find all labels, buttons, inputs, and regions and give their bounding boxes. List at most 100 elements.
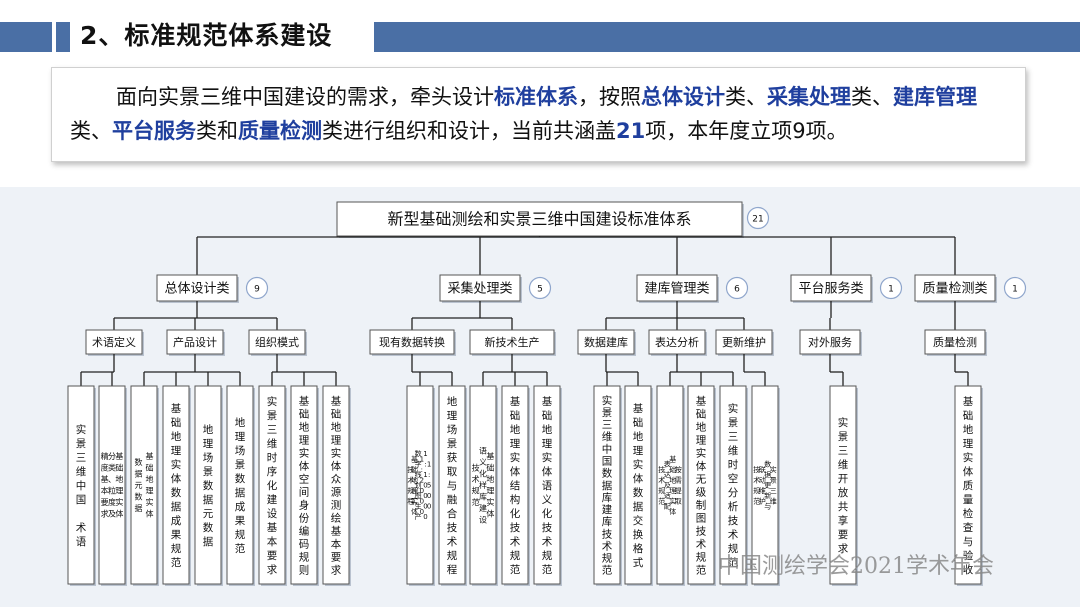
leaf-node-label: 实景三维时空分析技术规范 bbox=[728, 402, 739, 569]
summary-highlight: 平台服务 bbox=[112, 119, 196, 143]
leaf-node-label: 技术规范 bbox=[658, 465, 665, 506]
leaf-node-label: 表达及适配 bbox=[664, 460, 671, 511]
leaf-node-label: 基础地理实体 bbox=[669, 454, 676, 516]
category-count-badge: 6 bbox=[734, 285, 740, 295]
summary-highlight: 21 bbox=[616, 119, 646, 143]
category-count-badge: 1 bbox=[1012, 285, 1018, 295]
leaf-node-label: 实景三维中国数据库建库技术规范 bbox=[602, 394, 613, 577]
leaf-node-label: 基础地理实体质量检查与验收 bbox=[963, 395, 974, 576]
subcategory-node-label: 表达分析 bbox=[655, 335, 699, 349]
leaf-node bbox=[829, 385, 857, 585]
leaf-node-label: 精度基本要求 bbox=[101, 451, 109, 518]
category-count-badge-circle bbox=[879, 276, 903, 300]
leaf-node bbox=[194, 385, 222, 585]
leaf-node-label: 技术规范 bbox=[753, 465, 760, 506]
subcategory-node-label: 新技术生产 bbox=[485, 335, 540, 349]
subcategory-node bbox=[85, 329, 143, 355]
category-node-label: 总体设计类 bbox=[164, 282, 229, 297]
summary-highlight: 总体设计 bbox=[641, 85, 725, 109]
leaf-node bbox=[130, 385, 158, 585]
leaf-node-label: 联动维护 bbox=[759, 465, 766, 506]
subcategory-node-label: 术语定义 bbox=[92, 335, 136, 349]
subcategory-node-label: 组织模式 bbox=[255, 335, 299, 349]
leaf-node-label: 按需提取 bbox=[675, 465, 682, 506]
leaf-node bbox=[162, 385, 190, 585]
summary-segment: ，按照 bbox=[578, 85, 641, 109]
leaf-node bbox=[258, 385, 286, 585]
leaf-node-label: 基础地理实体众源测绘基本要求 bbox=[331, 394, 342, 576]
leaf-node-label: 地理场景获取与融合技术规程 bbox=[447, 395, 458, 576]
leaf-node bbox=[656, 385, 684, 585]
summary-segment: 类、 bbox=[725, 85, 767, 109]
leaf-node bbox=[624, 385, 652, 585]
leaf-node-label: 基础地理实体无级制图技术规范 bbox=[696, 394, 707, 576]
leaf-node bbox=[954, 385, 982, 585]
subcategory-node bbox=[715, 329, 773, 355]
category-count-badge: 1 bbox=[888, 285, 894, 295]
leaf-node bbox=[322, 385, 350, 585]
watermark-text: 中国测绘学会2021学术年会 bbox=[718, 554, 994, 579]
leaf-node bbox=[290, 385, 318, 585]
leaf-node-label: 基础地理实体数据交换格式 bbox=[633, 402, 644, 569]
leaf-node bbox=[438, 385, 466, 585]
leaf-node-label: 基础地理实体 bbox=[411, 454, 418, 516]
category-count-badge-circle bbox=[1003, 276, 1027, 300]
leaf-node bbox=[67, 385, 95, 585]
subcategory-node-label: 现有数据转换 bbox=[379, 335, 445, 349]
summary-segment: 类、 bbox=[70, 119, 112, 143]
category-count-badge-circle bbox=[528, 276, 552, 300]
summary-segment: 类、 bbox=[851, 85, 893, 109]
leaf-node bbox=[687, 385, 715, 585]
leaf-node bbox=[406, 385, 434, 585]
leaf-node bbox=[469, 385, 497, 585]
leaf-node-label: 技术规范 bbox=[472, 463, 480, 508]
leaf-node bbox=[533, 385, 561, 585]
page-title: 2、标准规范体系建设 bbox=[80, 21, 333, 50]
leaf-node-label: 实景三维开放共享要求 bbox=[838, 416, 849, 555]
category-node bbox=[636, 274, 718, 302]
category-count-badge-circle bbox=[245, 276, 269, 300]
leaf-node bbox=[719, 385, 747, 585]
subcategory-node-label: 产品设计 bbox=[173, 335, 217, 349]
summary-highlight: 标准体系 bbox=[494, 85, 578, 109]
header-accent-bar-left bbox=[0, 22, 52, 52]
leaf-node-label: 数字线划图生产 bbox=[415, 449, 422, 521]
header-accent-bar-small bbox=[56, 22, 70, 52]
summary-highlight: 建库管理 bbox=[893, 85, 977, 109]
leaf-node-label: 基础地理实体 bbox=[486, 451, 494, 518]
leaf-node bbox=[593, 385, 621, 585]
subcategory-node-label: 更新维护 bbox=[722, 335, 766, 349]
subcategory-node bbox=[469, 329, 555, 355]
category-count-badge: 9 bbox=[254, 285, 260, 295]
leaf-node bbox=[501, 385, 529, 585]
category-node-label: 采集处理类 bbox=[447, 281, 512, 297]
summary-segment: 面向实景三维中国建设的需求，牵头设计 bbox=[116, 85, 494, 109]
category-node-label: 建库管理类 bbox=[644, 281, 709, 297]
leaf-node-label: 基础地理实体数据成果规范 bbox=[171, 402, 182, 569]
category-count-badge: 5 bbox=[537, 285, 543, 295]
root-count-badge: 21 bbox=[752, 215, 763, 225]
summary-box: 面向实景三维中国建设的需求，牵头设计标准体系，按照总体设计类、采集处理类、建库管… bbox=[51, 67, 1026, 162]
summary-segment: 类和 bbox=[196, 119, 238, 143]
summary-text: 面向实景三维中国建设的需求，牵头设计标准体系，按照总体设计类、采集处理类、建库管… bbox=[70, 85, 977, 143]
leaf-node-label: 技术规程 bbox=[407, 465, 414, 506]
leaf-node-label: 数据更新与 bbox=[764, 460, 771, 511]
root-count-badge-circle bbox=[746, 206, 770, 230]
subcategory-node bbox=[369, 329, 455, 355]
subcategory-node bbox=[248, 329, 306, 355]
leaf-node bbox=[751, 385, 779, 585]
leaf-node-label: 语义化样库建设 bbox=[479, 445, 487, 524]
header-accent-bar-right bbox=[374, 22, 1080, 52]
summary-highlight: 采集处理 bbox=[767, 85, 851, 109]
leaf-node-label: 数据元数据 bbox=[135, 457, 143, 513]
leaf-node-label: 基础地理实体结构化技术规范 bbox=[510, 395, 521, 576]
subcategory-node-label: 对外服务 bbox=[808, 335, 852, 349]
category-node-label: 质量检测类 bbox=[922, 282, 987, 297]
summary-segment: 类进行组织和设计，当前共涵盖 bbox=[322, 119, 616, 143]
leaf-node bbox=[98, 385, 126, 585]
category-node bbox=[914, 274, 996, 302]
